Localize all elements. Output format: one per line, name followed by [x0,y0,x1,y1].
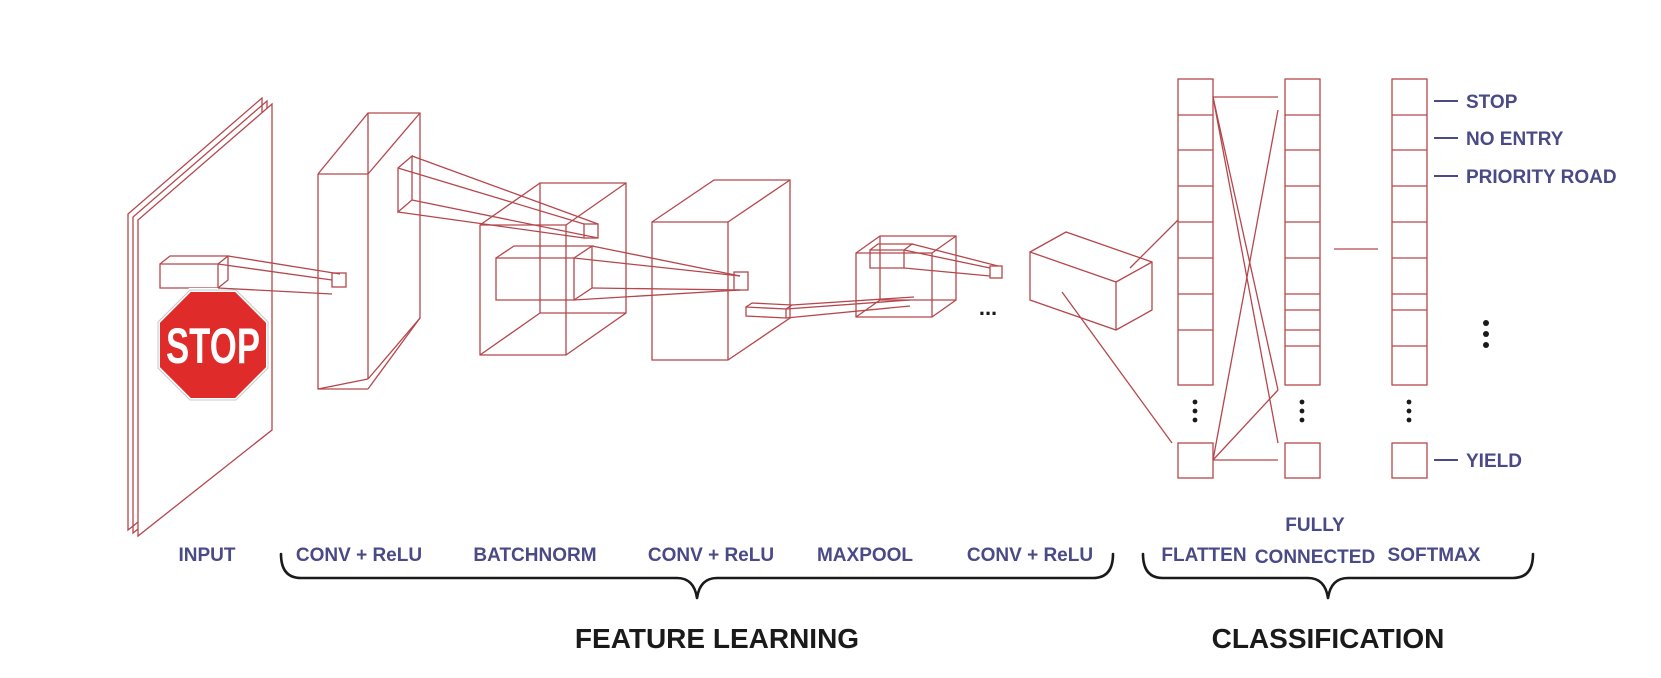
batchnorm-block [479,182,627,356]
label-fully-connected-1: FULLY [1285,515,1345,536]
label-batchnorm: BATCHNORM [473,545,596,566]
label-conv1: CONV + ReLU [296,545,422,566]
conv2-block [651,179,794,361]
class-label-no-entry: NO ENTRY [1466,129,1564,150]
class-ellipsis [1483,320,1489,348]
batchnorm-to-conv2-projection [573,245,741,301]
classification-brace [1141,552,1535,600]
label-fully-connected-2: CONNECTED [1255,547,1375,568]
label-conv3: CONV + ReLU [967,545,1093,566]
conv3-to-flatten-line [1129,219,1179,269]
section-label-classification: CLASSIFICATION [1212,623,1445,654]
flatten-to-fc-connections [1212,96,1279,461]
label-input: INPUT [179,545,236,566]
label-softmax: SOFTMAX [1388,545,1481,566]
maxpool-block [855,235,1003,318]
feature-learning-brace [279,552,1115,600]
input-image-stack: STOP [127,96,273,538]
stop-sign: STOP [156,288,270,402]
label-conv2: CONV + ReLU [648,545,774,566]
label-maxpool: MAXPOOL [817,545,913,566]
feature-ellipsis: ... [979,295,997,320]
conv2-to-maxpool-projection [785,296,915,319]
softmax-column [1391,78,1428,479]
flatten-column [1177,78,1214,479]
stop-sign-text: STOP [166,318,260,374]
input-to-conv1-projection [217,255,341,295]
fully-connected-column [1284,78,1321,479]
conv1-block [317,112,421,390]
class-labels: STOP NO ENTRY PRIORITY ROAD YIELD [1434,92,1617,472]
layer-labels: INPUT CONV + ReLU BATCHNORM CONV + ReLU … [179,515,1481,568]
class-label-yield: YIELD [1466,451,1522,472]
conv1-to-batchnorm-projection [397,154,599,239]
label-flatten: FLATTEN [1161,545,1246,566]
class-label-stop: STOP [1466,92,1518,113]
conv3-block [1029,231,1173,444]
section-label-feature-learning: FEATURE LEARNING [575,623,859,654]
class-label-priority-road: PRIORITY ROAD [1466,167,1617,188]
